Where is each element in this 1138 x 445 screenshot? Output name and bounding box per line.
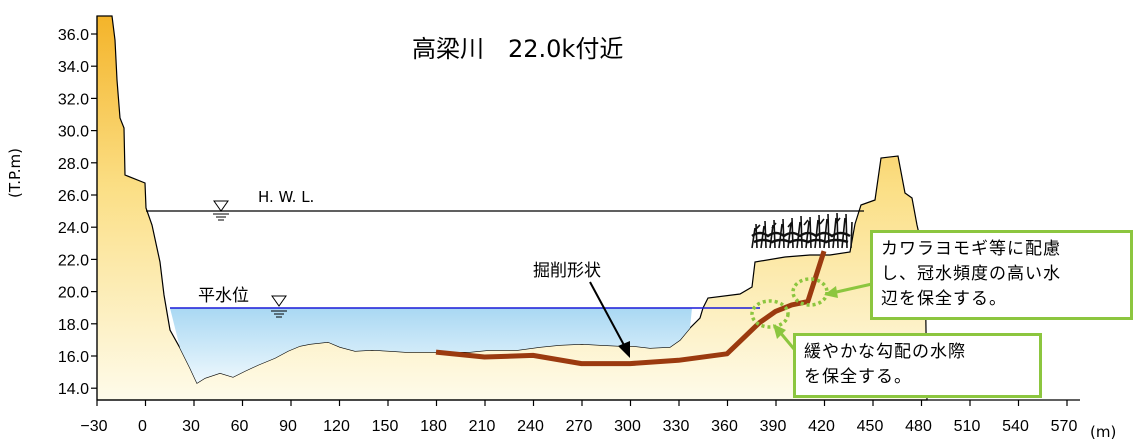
normal-water-symbol	[271, 295, 287, 318]
x-tick-label: 120	[323, 418, 350, 435]
y-tick-label: 28.0	[58, 156, 89, 173]
x-tick-label: 210	[469, 418, 496, 435]
y-tick-label: 16.0	[58, 349, 89, 366]
hwl-label: H. W. L.	[258, 188, 314, 206]
excavation-arrow	[589, 281, 630, 358]
x-tick-label: 360	[711, 418, 738, 435]
x-tick-label: 330	[663, 418, 690, 435]
normal-water-pool	[170, 308, 692, 383]
callout-arrow-lower	[773, 324, 796, 350]
chart-title: 高梁川 22.0k付近	[412, 35, 623, 63]
y-tick-label: 22.0	[58, 252, 89, 269]
y-tick-label: 30.0	[58, 124, 89, 141]
y-tick-label: 18.0	[58, 317, 89, 334]
callout-top: カワラヨモギ等に配慮 し、冠水頻度の高い水 辺を保全する。	[870, 230, 1133, 320]
excavation-profile-line	[435, 250, 827, 367]
excavation-label: 掘削形状	[533, 261, 601, 281]
callout-top-line-1: カワラヨモギ等に配慮	[881, 239, 1061, 259]
x-tick-label: 0	[138, 418, 147, 435]
x-tick-label: 570	[1051, 418, 1078, 435]
x-tick-label: 150	[372, 418, 399, 435]
normal-water-label: 平水位	[198, 286, 249, 306]
y-tick-label: 36.0	[58, 27, 89, 44]
y-tick-label: 32.0	[58, 91, 89, 108]
y-axis-label: (T.P.m)	[6, 148, 24, 198]
callout-bottom: 緩やかな勾配の水際 を保全する。	[793, 333, 1042, 398]
x-tick-label: −30	[80, 418, 107, 435]
x-tick-label: 540	[1002, 418, 1029, 435]
x-tick-label: 510	[954, 418, 981, 435]
highlight-circle-lower	[750, 299, 790, 329]
hwl-water-symbol	[213, 200, 229, 221]
x-tick-label: 180	[420, 418, 447, 435]
callout-bottom-line-2: を保全する。	[804, 367, 912, 387]
x-tick-label: 270	[566, 418, 593, 435]
x-tick-label: 300	[614, 418, 641, 435]
x-tick-label: 30	[182, 418, 200, 435]
x-tick-label: 420	[808, 418, 835, 435]
y-tick-label: 26.0	[58, 188, 89, 205]
x-tick-label: 480	[905, 418, 932, 435]
vegetation-cluster	[751, 212, 853, 249]
x-tick-label: 240	[517, 418, 544, 435]
x-tick-label: 450	[857, 418, 884, 435]
y-tick-label: 34.0	[58, 59, 89, 76]
callout-bottom-line-1: 緩やかな勾配の水際	[804, 342, 966, 362]
y-tick-label: 24.0	[58, 220, 89, 237]
y-tick-label: 20.0	[58, 285, 89, 302]
x-tick-label: 390	[760, 418, 787, 435]
y-tick-label: 14.0	[58, 381, 89, 398]
callout-arrow-upper	[824, 282, 873, 298]
callout-top-line-2: し、冠水頻度の高い水	[881, 264, 1061, 284]
x-tick-label: 60	[231, 418, 249, 435]
callout-top-line-3: 辺を保全する。	[881, 289, 1007, 309]
y-axis-ticks: 36.0 34.0 32.0 30.0 28.0 26.0 24.0 22.0 20.0 18.0…	[58, 27, 97, 398]
highlight-circle-upper	[791, 277, 829, 307]
x-axis-ticks: −30 0 30 60 90 120 150 180 210 240 270 300 330 360 390…	[80, 400, 1077, 435]
x-tick-label: 90	[279, 418, 297, 435]
x-axis-unit: (m)	[1090, 423, 1116, 441]
